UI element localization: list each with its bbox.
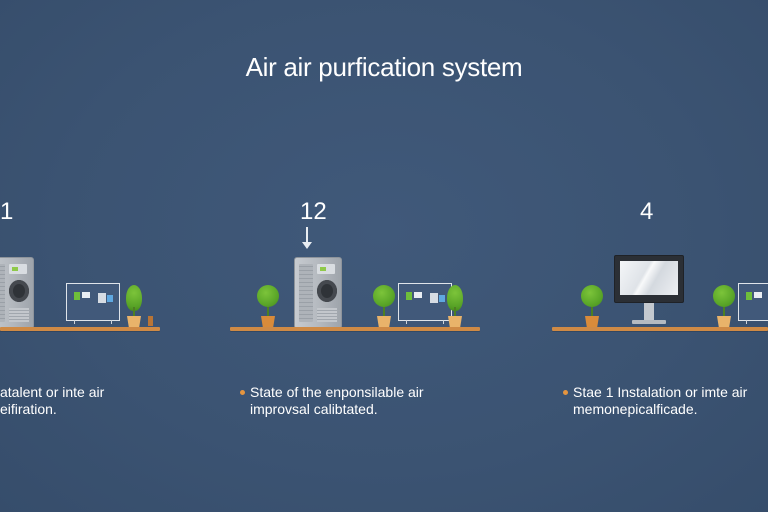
plant-icon — [443, 285, 467, 329]
monitor-icon — [614, 255, 684, 327]
plant-icon — [372, 285, 396, 329]
panel-step-3: 4 Stae 1 Instalation or imte — [550, 0, 768, 512]
bullet-icon — [240, 390, 245, 395]
step-caption: atalent or inte air eifiration. — [0, 384, 104, 418]
shelf — [0, 327, 160, 331]
caption-line: memonepicalficade. — [573, 401, 698, 417]
small-block-icon — [148, 316, 153, 326]
monitoring-display-icon — [398, 283, 452, 325]
panel-step-1: 1 atalent or inte air eifiration. — [0, 0, 200, 512]
bullet-icon — [563, 390, 568, 395]
caption-line: eifiration. — [0, 401, 57, 417]
plant-icon — [580, 285, 604, 329]
step-caption: Stae 1 Instalation or imte air memonepic… — [573, 384, 747, 418]
page-title: Air air purfication system — [245, 52, 523, 82]
monitoring-display-icon — [738, 283, 768, 325]
air-purifier-icon — [294, 257, 342, 329]
air-purifier-icon — [0, 257, 34, 329]
monitoring-display-icon — [66, 283, 120, 325]
plant-icon — [256, 285, 280, 329]
step-caption: State of the enponsilable air improvsal … — [250, 384, 424, 418]
caption-line: Stae 1 Instalation or imte air — [573, 384, 748, 400]
caption-line: atalent or inte air — [0, 384, 105, 400]
step-number: 1 — [0, 198, 14, 225]
caption-line: State of the enponsilable air — [250, 384, 424, 400]
shelf — [552, 327, 768, 331]
shelf — [230, 327, 480, 331]
plant-icon — [122, 285, 146, 329]
caption-line: improvsal calibtated. — [250, 401, 378, 417]
step-number: 4 — [640, 198, 654, 225]
step-number: 12 — [300, 198, 327, 225]
down-arrow-icon — [302, 227, 312, 249]
plant-icon — [712, 285, 736, 329]
panel-step-2: 12 — [228, 0, 488, 512]
